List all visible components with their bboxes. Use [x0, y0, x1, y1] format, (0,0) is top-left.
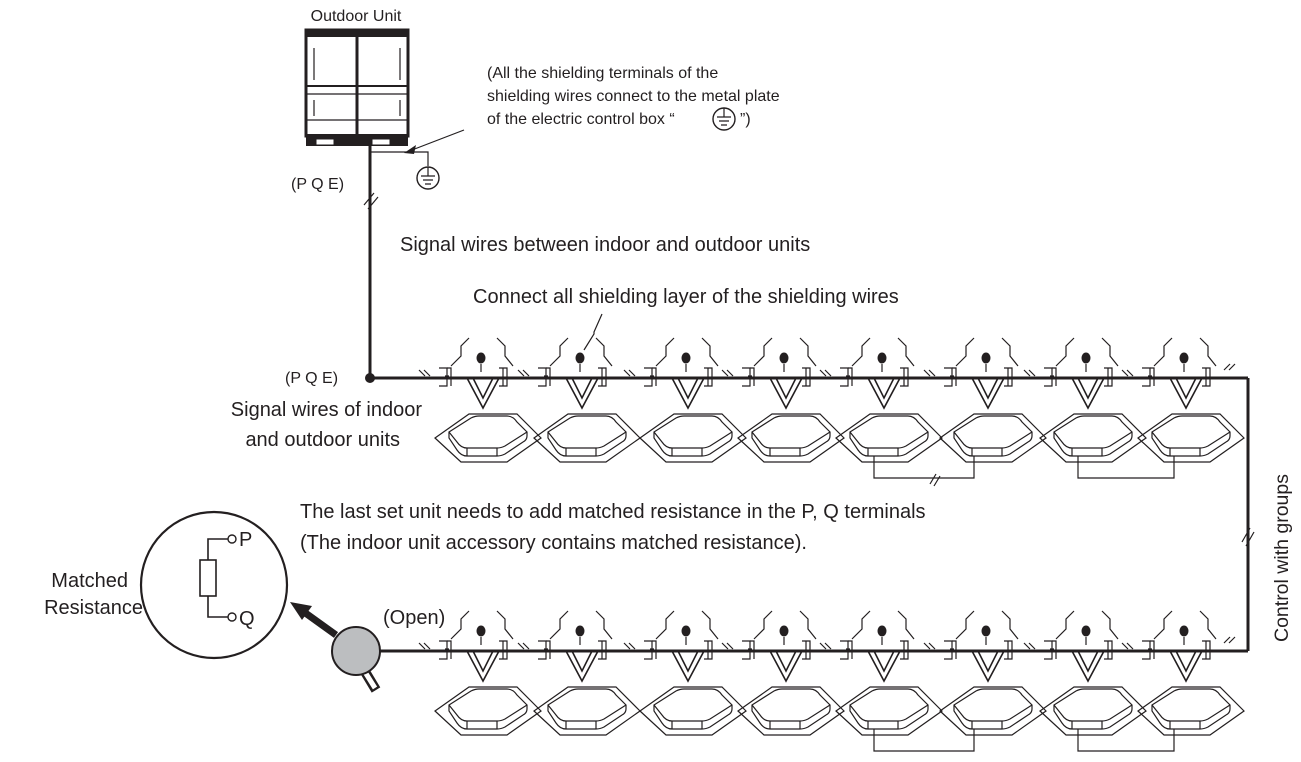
ground-symbol-icon	[712, 107, 736, 131]
signal-wires-of-line-1: Signal wires of indoor	[231, 399, 423, 421]
connect-shielding-label: Connect all shielding layer of the shiel…	[473, 286, 899, 308]
indoor-unit-icon	[721, 610, 845, 736]
indoor-unit-icon	[721, 337, 845, 463]
indoor-unit-icon	[1121, 337, 1245, 463]
indoor-unit-icon	[1023, 610, 1147, 736]
matched-label-line-1: Matched	[51, 570, 128, 592]
indoor-unit-icon	[418, 610, 542, 736]
indoor-unit-icon	[1023, 337, 1147, 463]
shield-note-line-1: (All the shielding terminals of the	[487, 65, 718, 82]
outdoor-unit-label: Outdoor Unit	[311, 8, 402, 25]
control-with-groups-label: Control with groups	[1271, 474, 1293, 642]
signal-wires-between-label: Signal wires between indoor and outdoor …	[400, 234, 810, 256]
resistor-icon	[199, 534, 237, 622]
indoor-unit-icon	[819, 337, 943, 463]
pqe-label-top: (P Q E)	[291, 176, 344, 193]
indoor-unit-icon	[923, 610, 1047, 736]
terminal-p-label: P	[239, 529, 252, 551]
matched-label-line-2: Resistance	[44, 597, 143, 619]
indoor-unit-icon	[923, 337, 1047, 463]
outdoor-unit-icon	[304, 28, 410, 146]
pqe-label-left: (P Q E)	[285, 370, 338, 387]
indoor-unit-icon	[1121, 610, 1245, 736]
indoor-unit-icon	[623, 337, 747, 463]
shield-note-line-3a: of the electric control box “	[487, 111, 675, 128]
last-set-note-line-1: The last set unit needs to add matched r…	[300, 501, 926, 523]
magnifier-icon	[331, 626, 381, 693]
indoor-unit-icon	[819, 610, 943, 736]
arrow-icon	[290, 602, 339, 638]
ground-symbol-icon	[416, 166, 440, 190]
indoor-unit-icon	[517, 337, 641, 463]
last-set-note-line-2: (The indoor unit accessory contains matc…	[300, 532, 807, 554]
indoor-unit-icon	[517, 610, 641, 736]
indoor-units-top-row	[418, 337, 1245, 463]
open-label: (Open)	[383, 607, 445, 629]
terminal-q-label: Q	[239, 608, 255, 630]
indoor-unit-icon	[418, 337, 542, 463]
shield-note-line-2: shielding wires connect to the metal pla…	[487, 88, 780, 105]
indoor-units-bottom-row	[418, 610, 1245, 736]
signal-wires-of-line-2: and outdoor units	[245, 429, 400, 451]
indoor-unit-icon	[623, 610, 747, 736]
shield-note-line-3b: ”)	[740, 111, 751, 128]
